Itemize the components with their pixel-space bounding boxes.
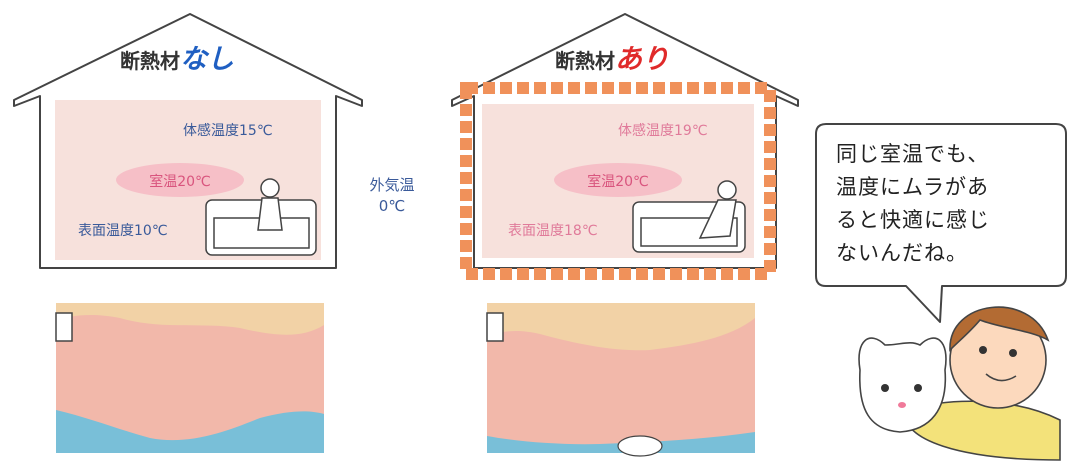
left-house-title: 断熱材なし: [120, 37, 234, 76]
left-felt-temp: 体感温度15℃: [183, 123, 273, 139]
left-thermal-map: [55, 303, 324, 453]
outside-temp: 外気温 0℃: [352, 175, 432, 217]
right-title-prefix: 断熱材: [555, 49, 615, 73]
speech-bubble-text: 同じ室温でも、 温度にムラがあ ると快適に感じ ないんだね。: [836, 138, 990, 270]
speech-bubble: [815, 123, 1067, 323]
right-room-oval: [554, 163, 682, 197]
outside-temp-value: 0℃: [378, 197, 406, 215]
right-house: [451, 13, 799, 280]
right-room-temp: 室温20℃: [587, 174, 649, 190]
right-thermal-map: [486, 303, 755, 457]
sleeping-cat-icon: [617, 435, 663, 457]
right-surface-temp: 表面温度18℃: [508, 223, 598, 239]
right-house-title: 断熱材あり: [555, 37, 669, 76]
left-house: [13, 13, 363, 269]
outside-temp-label: 外気温: [369, 176, 415, 194]
insulation-layer: [460, 82, 776, 280]
speech-line-1: 同じ室温でも、: [836, 142, 990, 166]
right-felt-temp: 体感温度19℃: [618, 123, 708, 139]
left-title-prefix: 断熱材: [120, 49, 180, 73]
left-room-temp: 室温20℃: [149, 174, 211, 190]
left-surface-temp: 表面温度10℃: [78, 223, 168, 239]
left-sofa-person: [205, 178, 317, 256]
right-sofa-person: [632, 180, 746, 253]
speech-line-3: ると快適に感じ: [836, 208, 990, 232]
right-title-emphasis: あり: [615, 44, 669, 75]
left-title-emphasis: なし: [180, 44, 234, 75]
speech-line-4: ないんだね。: [836, 241, 968, 265]
speech-line-2: 温度にムラがあ: [836, 175, 989, 199]
boy-and-cat: [858, 306, 1061, 461]
left-room-oval: [116, 163, 244, 197]
